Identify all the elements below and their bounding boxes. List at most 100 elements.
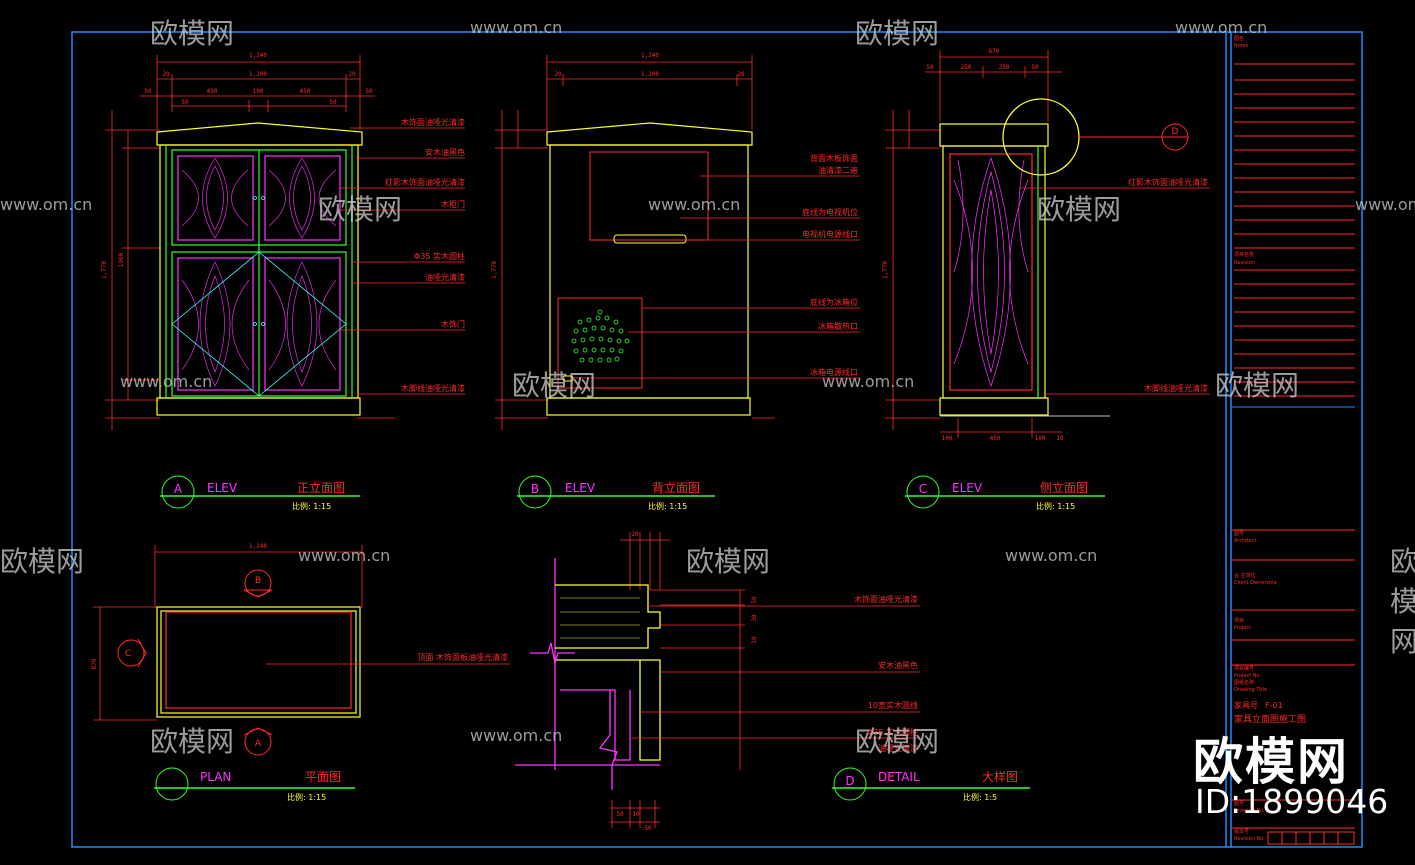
dim-a-half-r: 450 (300, 88, 311, 95)
watermark-brand: 欧模网 (0, 545, 85, 578)
tb-row-9: Project (1234, 625, 1251, 631)
plan-section-mark-a: A (243, 727, 273, 756)
callout-a-7: 木脚线油哑光清漆 (401, 383, 465, 393)
dim-d-3: 10 (751, 636, 758, 644)
tb-row-17: Revision No. (1234, 836, 1265, 842)
watermark-site: www.om.cn (470, 18, 563, 37)
dim-d-4: 50 (616, 811, 624, 818)
dim-c-base-rr: 10 (1056, 435, 1064, 442)
callout-b-4: 底线为冰箱位 (810, 297, 858, 307)
view-b-back-elevation: 1,240 1,200 20 20 1,770 (491, 52, 860, 511)
dim-c-part-l: 250 (961, 64, 972, 71)
view-plan-scale: 比例: 1:15 (287, 792, 326, 802)
tb-row-7: Client Ownership (1234, 580, 1277, 586)
view-d-detail: 20 50 30 10 50 10 50 木饰面油哑光清漆 安木油黑色 (515, 531, 1030, 832)
callout-c-0: 红影木饰面油哑光清漆 (1128, 177, 1208, 187)
view-d-label: D DETAIL 大样图 比例: 1:5 (832, 767, 1030, 802)
callout-b-0: 背面木板饰面 (810, 153, 858, 163)
dim-a-gap-r: 50 (365, 88, 373, 95)
view-b-code: ELEV (565, 481, 596, 495)
tb-row-11: Project No. (1234, 673, 1261, 679)
dim-c-base-l: 100 (942, 435, 953, 442)
dim-d-2: 30 (751, 614, 758, 622)
callout-b-2: 底线为电视机位 (802, 207, 858, 217)
watermark-brand: 欧模网 (1390, 545, 1415, 658)
tb-row-14: 图号 (1234, 801, 1244, 807)
fridge-vent-holes (571, 309, 630, 363)
dim-a-mid: 1,200 (249, 71, 267, 78)
callout-d-3: Φ35 实木圆柱 (867, 727, 918, 737)
view-a-front-elevation: 1,240 1,200 20 20 450 100 450 50 50 50 5… (101, 52, 465, 511)
dim-a-side-l: 20 (162, 71, 170, 78)
plan-section-mark-b: B (243, 569, 273, 598)
view-a-scale: 比例: 1:15 (292, 501, 331, 511)
callout-d-0: 木饰面油哑光清漆 (854, 594, 918, 604)
watermark-site: www.om.cn (1355, 195, 1415, 214)
watermark-brand: 欧模网 (1037, 193, 1122, 226)
dim-a-center: 100 (253, 88, 264, 95)
dim-d-5: 10 (632, 811, 640, 818)
section-mark-d: D (1172, 127, 1179, 137)
dim-b-side-r: 20 (737, 71, 745, 78)
dim-d-1: 50 (751, 596, 758, 604)
watermark-site: www.om.cn (0, 195, 93, 214)
callout-a-0: 木饰面油哑光清漆 (401, 117, 465, 127)
tb-row-3: Revision (1234, 260, 1255, 266)
view-c-scale: 比例: 1:15 (1036, 501, 1075, 511)
plan-section-mark-c: C (117, 638, 147, 668)
tb-project-no: F-01 (1265, 701, 1283, 710)
dim-a-side-r: 20 (348, 71, 356, 78)
tb-drawing-label: 家具号 (1234, 700, 1258, 710)
dim-b-mid: 1,200 (641, 71, 659, 78)
dim-a-gap-l: 50 (144, 88, 152, 95)
callout-a-2: 红影木饰面油哑光清漆 (385, 177, 465, 187)
callout-a-5: 油哑光清漆 (425, 272, 465, 282)
dim-c-top-r: 50 (1031, 64, 1039, 71)
drawing-frame (71, 31, 1363, 848)
view-b-scale: 比例: 1:15 (648, 501, 687, 511)
view-plan: 1,240 670 B C A 顶面 木饰面板油哑光清漆 PLAN (91, 543, 510, 802)
tb-row-2: 项目名称 (1234, 251, 1254, 258)
dim-c-part-r: 250 (999, 64, 1010, 71)
callout-d-1: 安木油黑色 (878, 660, 918, 670)
view-plan-code: PLAN (200, 770, 231, 784)
watermark-brand: 欧模网 (855, 725, 940, 758)
tb-drawing-title: 家具立面图施工图 (1234, 713, 1306, 725)
dim-c-total: 670 (989, 48, 1000, 55)
view-d-code: DETAIL (878, 770, 920, 784)
tb-row-13: Drawing Title (1234, 687, 1267, 693)
dim-a-gap-r2: 50 (329, 99, 337, 106)
tb-row-1: Notes (1234, 43, 1249, 49)
watermark-brand: 欧模网 (855, 17, 940, 50)
callout-b-5: 冰箱散热口 (818, 321, 858, 331)
plan-mark-c: C (125, 649, 131, 659)
callout-a-3: 木柜门 (441, 199, 465, 209)
callout-b-3: 电视机电源线口 (802, 229, 858, 239)
watermark-site: www.om.cn (648, 195, 741, 214)
view-a-label: A ELEV 正立面图 比例: 1:15 (160, 475, 360, 511)
watermark-brand: 欧模网 (318, 193, 403, 226)
dim-b-side-l: 20 (554, 71, 562, 78)
dim-b-height: 1,770 (491, 261, 498, 279)
dim-b-total: 1,240 (641, 52, 659, 59)
tb-row-16: 版本号 (1234, 828, 1249, 835)
view-a-code: ELEV (207, 481, 238, 495)
view-b-mark: B (531, 482, 539, 496)
callout-a-6: 木饰门 (441, 319, 465, 329)
view-d-title: 大样图 (982, 769, 1018, 784)
watermark-brand: 欧模网 (150, 17, 235, 50)
callout-c-1: 木脚线油哑光清漆 (1144, 383, 1208, 393)
callout-plan-0: 顶面 木饰面板油哑光清漆 (417, 652, 508, 662)
dim-d-6: 50 (644, 825, 652, 832)
tb-row-15: Drawing No. (1234, 808, 1265, 814)
view-c-label: C ELEV 侧立面图 比例: 1:15 (905, 475, 1105, 511)
view-c-mark: C (919, 482, 927, 496)
callout-d-4: 油哑光清漆 (878, 743, 918, 753)
view-c-side-elevation: 670 50 250 250 50 1,770 100 450 100 10 (882, 48, 1210, 511)
callout-a-1: 安木油黑色 (425, 147, 465, 157)
callout-b-6: 冰箱电源线口 (810, 367, 858, 377)
dim-a-half-l: 450 (207, 88, 218, 95)
dim-a-total: 1,240 (249, 52, 267, 59)
view-b-label: B ELEV 背立面图 比例: 1:15 (517, 475, 715, 511)
